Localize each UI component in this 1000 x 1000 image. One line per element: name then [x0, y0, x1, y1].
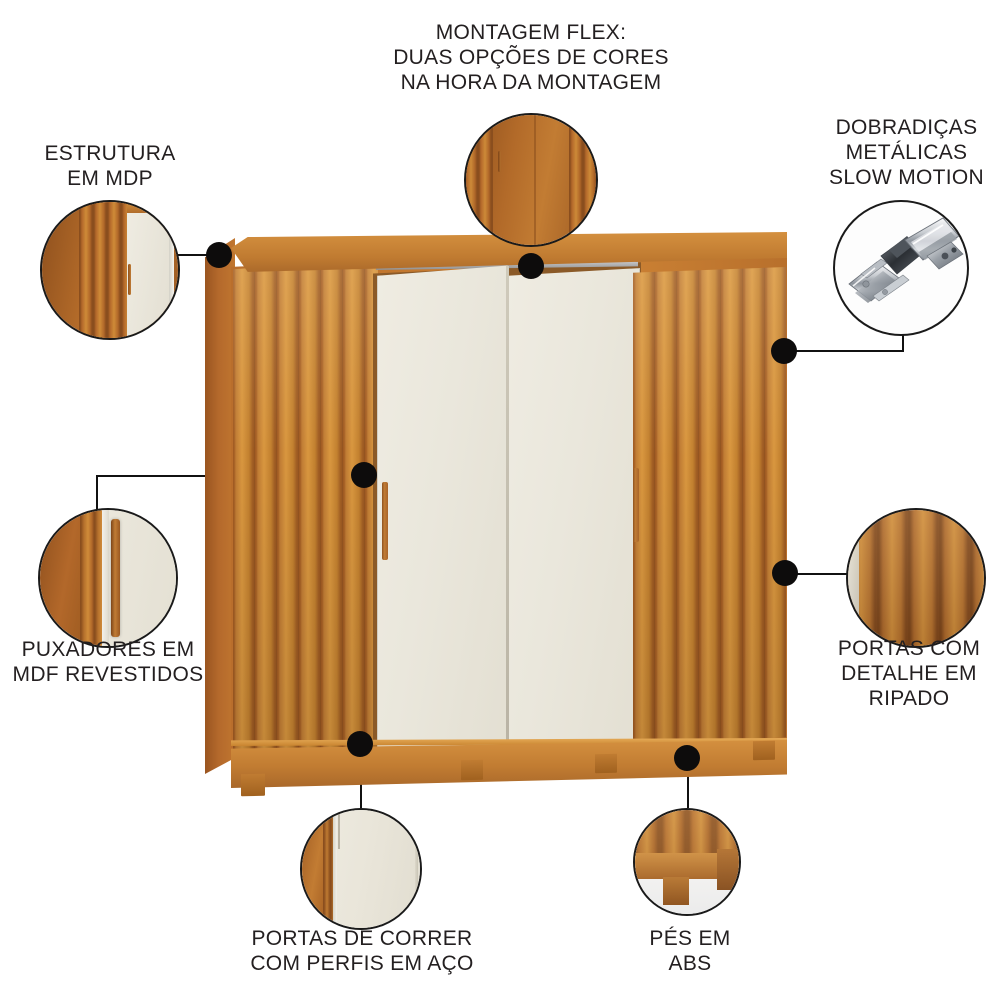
- leader-line-estrutura: [176, 254, 220, 256]
- bubble-art-door-sliver: [848, 510, 859, 646]
- bubble-art-slats: [323, 810, 333, 928]
- bubble-art-edge: [168, 211, 175, 338]
- wardrobe-plinth-edge: [231, 738, 787, 746]
- detail-bubble-pes[interactable]: [633, 808, 741, 916]
- bubble-art-handle: [497, 150, 501, 172]
- metal-hinge-icon: [848, 217, 964, 303]
- wardrobe-side-panel: [205, 238, 235, 774]
- callout-label-portas-correr: PORTAS DE CORRER COM PERFIS EM AÇO: [250, 927, 474, 975]
- bubble-art-rail-line: [337, 810, 340, 850]
- anchor-dot-puxadores[interactable]: [351, 462, 377, 488]
- bubble-art-slats: [635, 810, 739, 856]
- detail-bubble-portas-correr[interactable]: [300, 808, 422, 930]
- bubble-art-slats-right: [568, 115, 596, 245]
- detail-bubble-puxadores[interactable]: [38, 508, 178, 648]
- anchor-dot-estrutura[interactable]: [206, 242, 232, 268]
- anchor-dot-dobradicas[interactable]: [771, 338, 797, 364]
- leader-line-ripado: [786, 573, 848, 575]
- bubble-art-wood: [302, 810, 324, 928]
- wardrobe-handle-left[interactable]: [382, 482, 388, 560]
- bubble-art-slat-texture: [848, 510, 984, 646]
- wardrobe-foot: [241, 773, 265, 797]
- bubble-art-door-edge: [414, 810, 419, 928]
- bubble-art-wood-side: [40, 510, 80, 646]
- bubble-art-steel-profile: [332, 810, 338, 928]
- callout-label-estrutura: ESTRUTURA EM MDP: [44, 142, 176, 190]
- bubble-art-slats-left: [466, 115, 494, 245]
- bubble-art-slats: [79, 202, 127, 338]
- bubble-art-top-edge: [126, 202, 178, 213]
- bubble-art-handle: [128, 264, 132, 296]
- wardrobe-foot: [753, 740, 775, 761]
- detail-bubble-dobradicas[interactable]: [833, 200, 969, 336]
- bubble-art-side-return: [717, 849, 739, 891]
- bubble-art-plinth: [635, 853, 722, 880]
- wardrobe-foot: [595, 753, 617, 774]
- callout-label-montagem-flex: MONTAGEM FLEX: DUAS OPÇÕES DE CORES NA H…: [393, 21, 669, 94]
- bubble-art-door-seam: [533, 115, 536, 245]
- bubble-art-slats: [80, 510, 103, 646]
- leader-line-dobradicas-v: [902, 322, 904, 352]
- anchor-dot-pes[interactable]: [674, 745, 700, 771]
- detail-bubble-montagem-flex[interactable]: [464, 113, 598, 247]
- leader-line-dobradicas-h: [784, 350, 904, 352]
- leader-line-pes: [687, 758, 689, 808]
- anchor-dot-ripado[interactable]: [772, 560, 798, 586]
- product-illustration-wardrobe: [205, 222, 800, 797]
- callout-label-dobradicas: DOBRADIÇAS METÁLICAS SLOW MOTION: [829, 116, 984, 189]
- leader-line-puxadores-v: [96, 475, 98, 520]
- detail-bubble-ripado[interactable]: [846, 508, 986, 648]
- callout-label-puxadores: PUXADORES EM MDF REVESTIDOS: [12, 638, 204, 686]
- wardrobe-slat-panel-left: [233, 259, 378, 760]
- anchor-dot-portas-correr[interactable]: [347, 731, 373, 757]
- bubble-art-door: [126, 208, 175, 338]
- wardrobe-handle-right[interactable]: [633, 468, 639, 542]
- anchor-dot-montagem-flex[interactable]: [518, 253, 544, 279]
- bubble-art-sheen: [848, 510, 984, 646]
- wardrobe-door-gap: [506, 265, 509, 756]
- detail-bubble-estrutura[interactable]: [40, 200, 180, 340]
- callout-label-ripado: PORTAS COM DETALHE EM RIPADO: [837, 637, 981, 710]
- wardrobe-slat-panel-right: [633, 267, 786, 744]
- wardrobe-sliding-door-left[interactable]: [377, 265, 508, 755]
- bubble-art-foot: [663, 877, 690, 906]
- bubble-art-handle: [110, 519, 120, 637]
- bubble-art-door-edge: [102, 510, 110, 646]
- callout-label-pes: PÉS EM ABS: [649, 927, 731, 975]
- wardrobe-sliding-door-right[interactable]: [507, 268, 640, 753]
- wardrobe-foot: [461, 759, 483, 781]
- bubble-art-sheen: [635, 810, 739, 914]
